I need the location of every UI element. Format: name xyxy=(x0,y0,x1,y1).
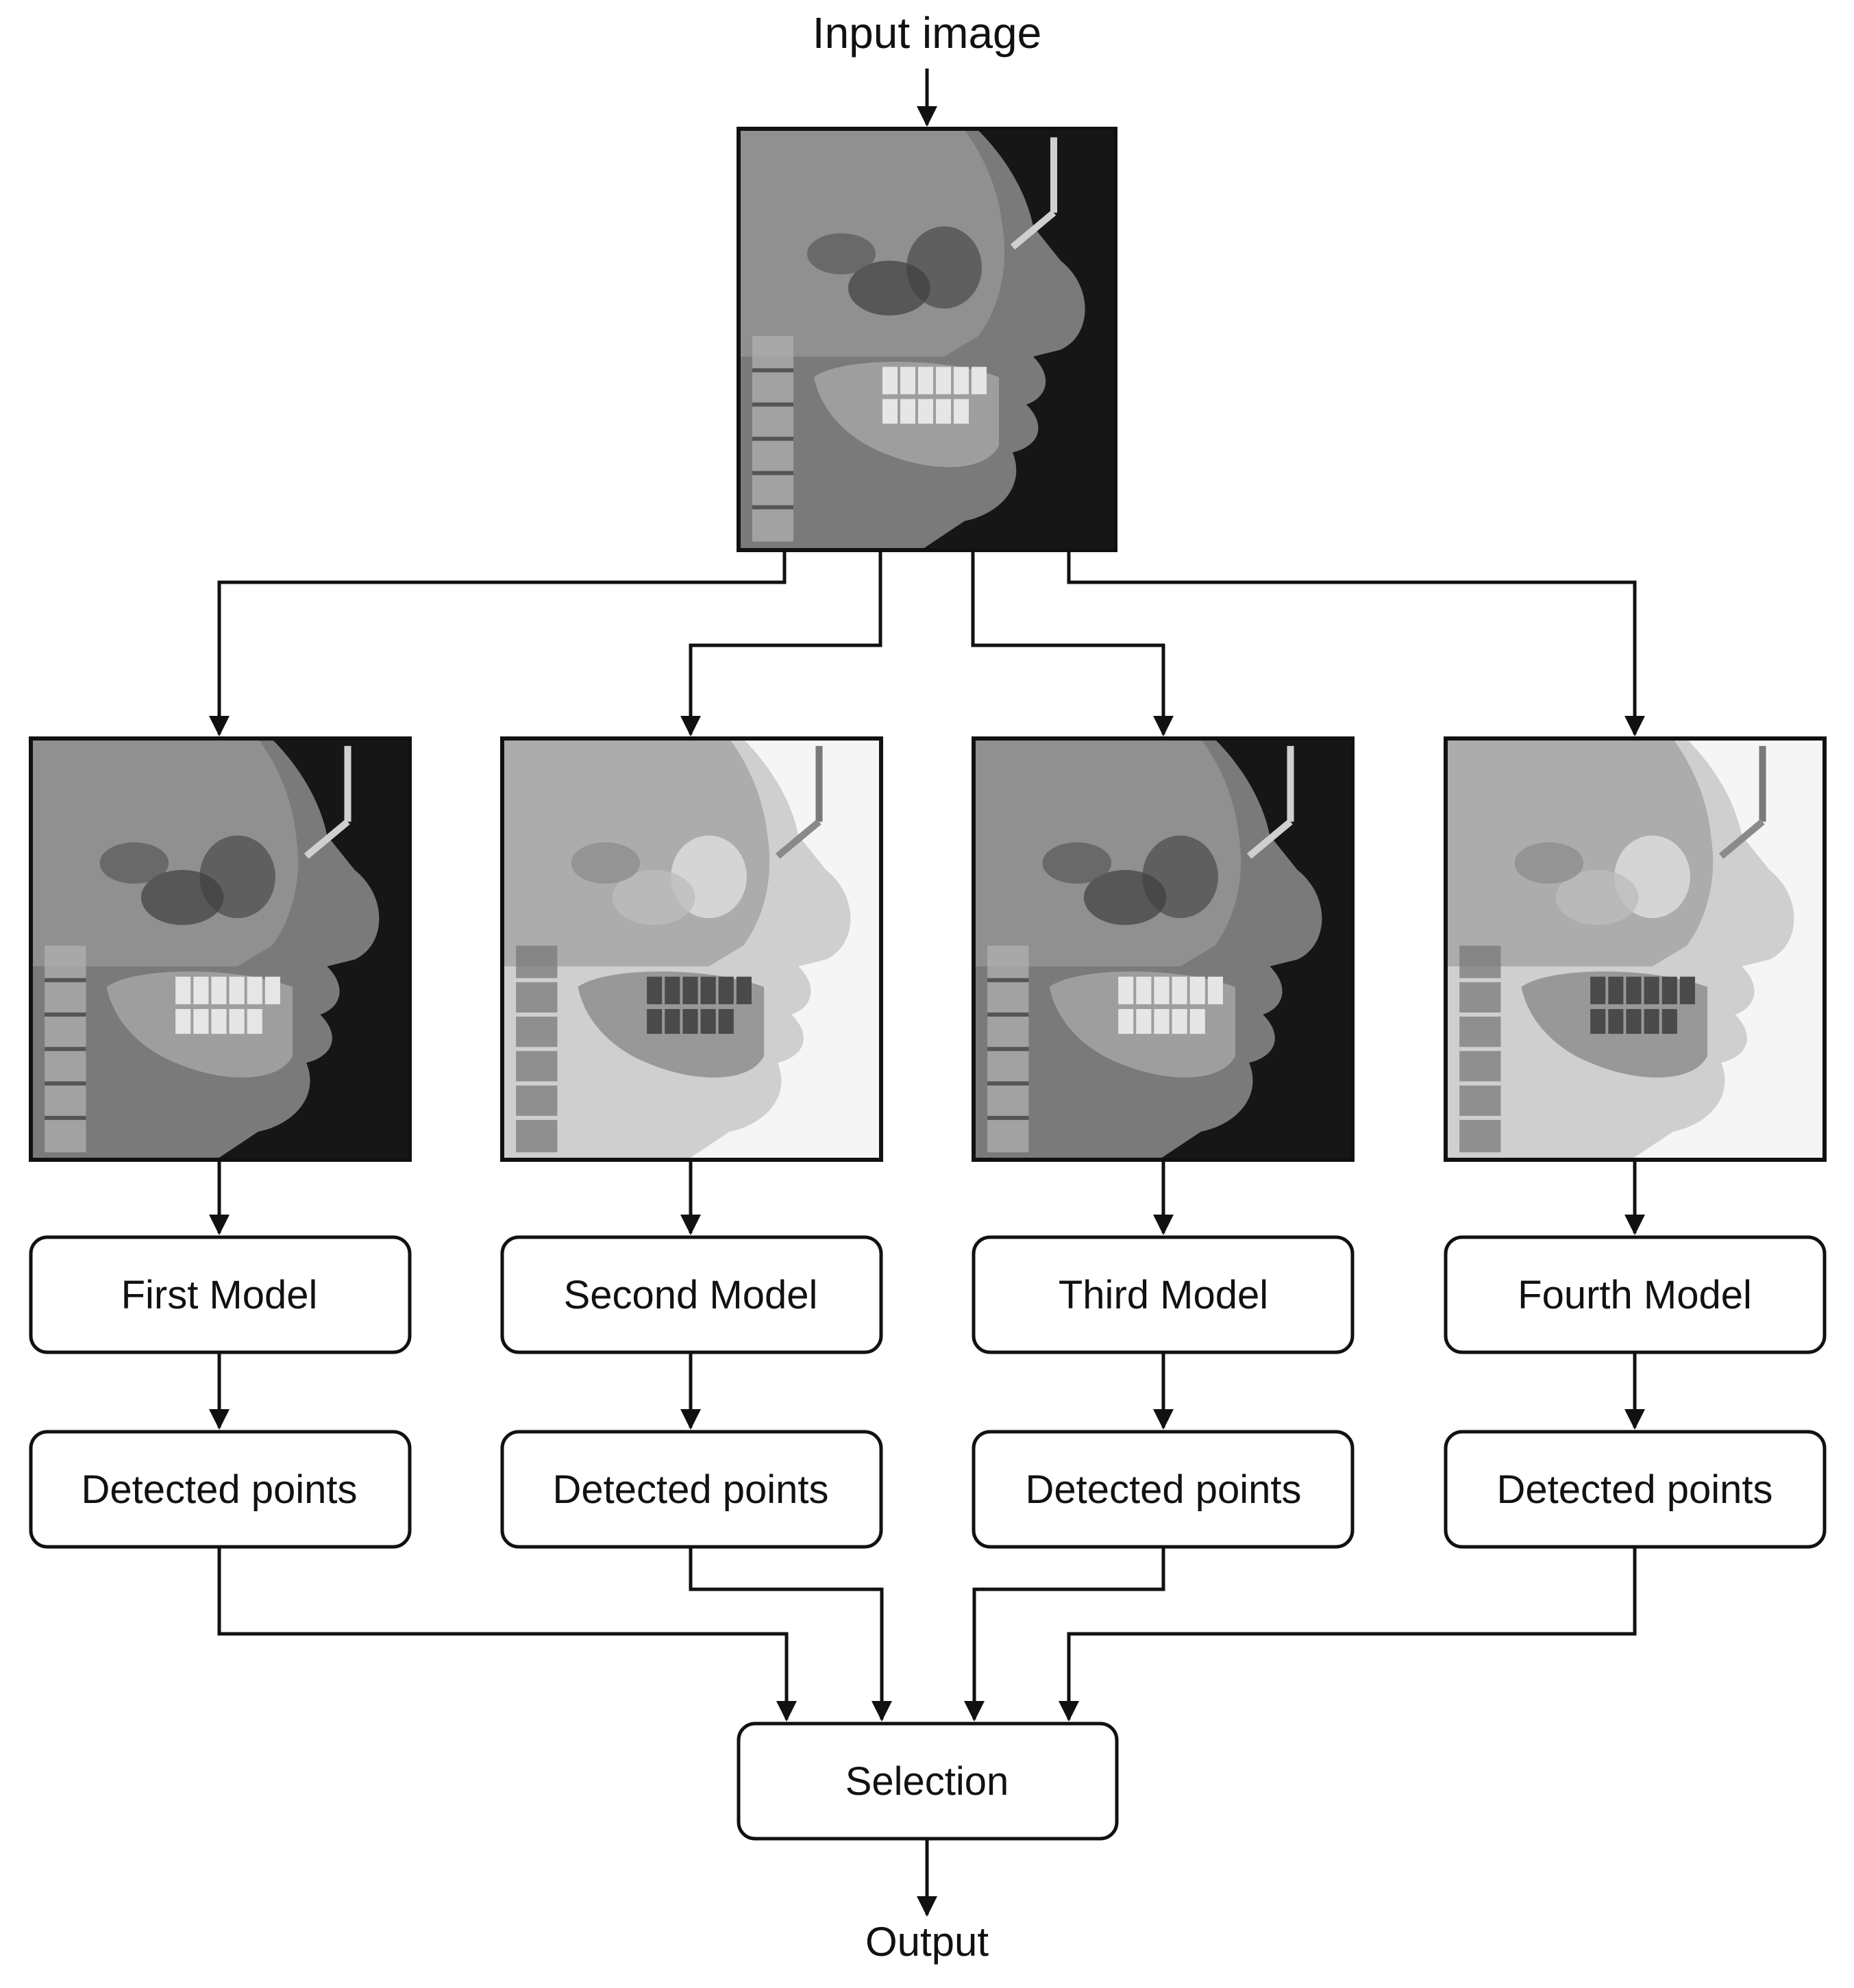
branch-1: First Model Detected points xyxy=(29,736,412,1549)
input-xray-image xyxy=(737,127,1117,552)
branch-2: Second Model Detected points xyxy=(500,736,883,1549)
selection-label: Selection xyxy=(845,1759,1009,1804)
detected-points-label-1: Detected points xyxy=(81,1467,357,1512)
input-image-label: Input image xyxy=(813,8,1041,58)
detected-points-label-4: Detected points xyxy=(1496,1467,1772,1512)
branch-2-image xyxy=(500,736,883,1162)
branch-4-image xyxy=(1444,736,1827,1162)
first-model-label: First Model xyxy=(121,1273,318,1317)
branch-4: Fourth Model Detected points xyxy=(1444,736,1827,1549)
branch-1-image xyxy=(29,736,412,1162)
output-label: Output xyxy=(865,1919,989,1965)
fan-in-connectors xyxy=(217,1547,1637,1722)
second-model-label: Second Model xyxy=(564,1273,818,1317)
fan-out-connectors xyxy=(209,550,1645,736)
branch-3: Third Model Detected points xyxy=(972,736,1355,1549)
fourth-model-label: Fourth Model xyxy=(1518,1273,1752,1317)
third-model-label: Third Model xyxy=(1059,1273,1268,1317)
branch-3-image xyxy=(972,736,1355,1162)
detected-points-label-3: Detected points xyxy=(1025,1467,1301,1512)
detected-points-label-2: Detected points xyxy=(552,1467,828,1512)
